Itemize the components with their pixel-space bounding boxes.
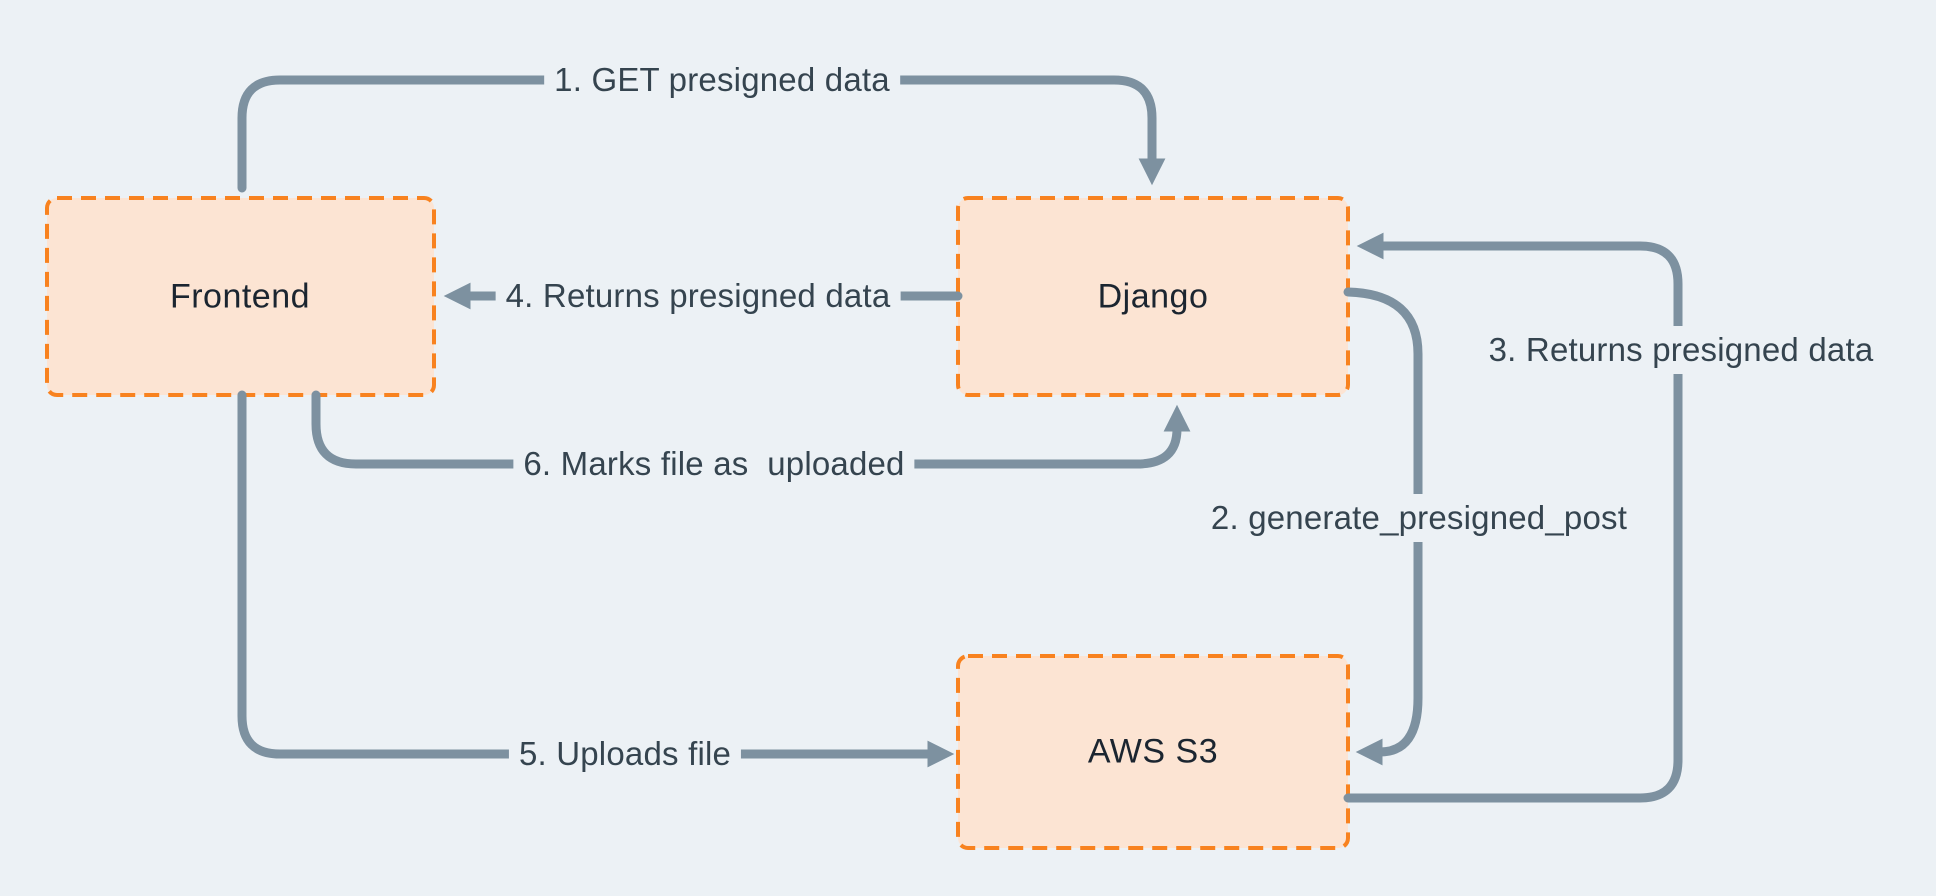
edge-4-label: 4. Returns presigned data <box>495 272 901 320</box>
edge-3-returns-presigned-data-path <box>1343 232 1683 803</box>
edge-1-label: 1. GET presigned data <box>544 56 900 104</box>
edge-3-label: 3. Returns presigned data <box>1478 326 1884 374</box>
node-frontend-label: Frontend <box>169 277 311 316</box>
node-aws-s3-box <box>956 654 1350 850</box>
edge-6-label: 6. Marks file as uploaded <box>513 440 915 488</box>
node-django-label: Django <box>1097 277 1209 316</box>
edge-6-marks-file-uploaded-path <box>311 390 1191 469</box>
edge-2-generate-presigned-post-path <box>1343 287 1423 766</box>
node-django-box <box>956 196 1350 397</box>
node-aws-s3-label: AWS S3 <box>1087 732 1219 771</box>
edge-5-label: 5. Uploads file <box>508 730 742 778</box>
edge-5-uploads-file-path <box>237 390 955 768</box>
edge-2-label: 2. generate_presigned_post <box>1200 494 1638 542</box>
